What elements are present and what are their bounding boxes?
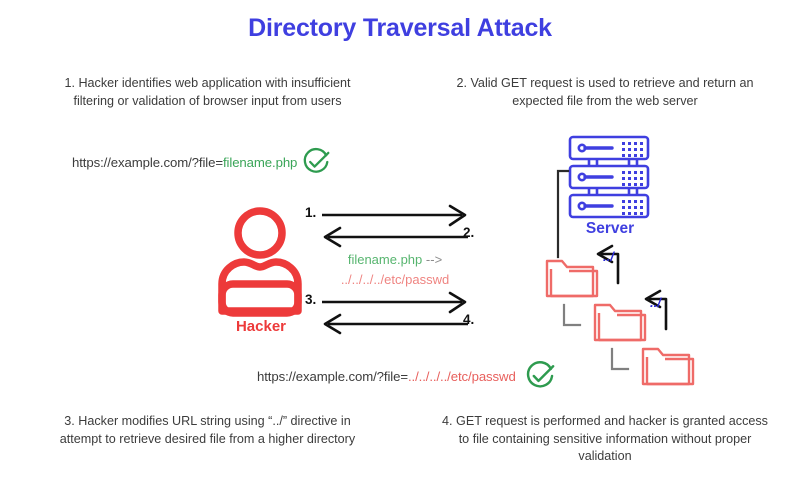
arrow-4-head bbox=[323, 313, 342, 335]
user-person-icon bbox=[213, 206, 307, 318]
check-circle-icon bbox=[301, 147, 331, 177]
valid-url-row: https://example.com/?file=filename.php bbox=[72, 147, 331, 177]
valid-url-base: https://example.com/?file= bbox=[72, 154, 223, 170]
traversal-arrow-2 bbox=[644, 289, 668, 331]
arrow-2-head bbox=[323, 226, 342, 248]
payload-text: filename.php --> ../../../../etc/passwd bbox=[300, 250, 490, 290]
check-circle-icon bbox=[524, 360, 556, 392]
payload-traversal: ../../../../etc/passwd bbox=[340, 272, 450, 287]
arrow-3-head bbox=[448, 291, 467, 314]
server-label: Server bbox=[585, 220, 635, 237]
folder-icon bbox=[545, 259, 599, 298]
caption-step-2: 2. Valid GET request is used to retrieve… bbox=[456, 76, 754, 108]
valid-url-param: filename.php bbox=[222, 154, 298, 170]
tree-connector-1 bbox=[562, 303, 582, 327]
arrow-number-1: 1. bbox=[305, 205, 317, 220]
traversal-label-2: ../ bbox=[650, 295, 661, 310]
malicious-url-text: https://example.com/?file=../../../../et… bbox=[257, 369, 516, 384]
malicious-url-base: https://example.com/?file= bbox=[257, 368, 408, 384]
page-title: Directory Traversal Attack bbox=[248, 14, 552, 42]
malicious-url-param: ../../../../etc/passwd bbox=[407, 368, 516, 384]
arrow-number-2: 2. bbox=[463, 225, 475, 240]
caption-step-3: 3. Hacker modifies URL string using “../… bbox=[59, 414, 356, 446]
arrow-number-4: 4. bbox=[463, 312, 475, 327]
payload-line-1: filename.php --> bbox=[300, 250, 490, 270]
server-to-folder-connector bbox=[556, 169, 570, 259]
payload-filename: filename.php bbox=[347, 252, 423, 267]
arrow-number-3: 3. bbox=[305, 292, 317, 307]
filesystem-tree bbox=[540, 165, 740, 390]
server-rack-icon bbox=[567, 134, 651, 220]
folder-icon bbox=[593, 303, 647, 342]
caption-step-1: 1. Hacker identifies web application wit… bbox=[64, 76, 351, 108]
tree-connector-2 bbox=[610, 347, 630, 371]
hacker-label: Hacker bbox=[235, 318, 287, 335]
valid-url-text: https://example.com/?file=filename.php bbox=[72, 155, 297, 170]
traversal-label-1: ../ bbox=[603, 249, 614, 264]
traversal-arrow-1 bbox=[596, 244, 620, 285]
arrow-1-head bbox=[448, 204, 467, 227]
request-response-arrows bbox=[300, 203, 490, 343]
folder-icon bbox=[641, 347, 695, 386]
payload-arrow: --> bbox=[425, 252, 443, 267]
caption-step-4: 4. GET request is performed and hacker i… bbox=[442, 414, 768, 463]
malicious-url-row: https://example.com/?file=../../../../et… bbox=[257, 360, 556, 392]
